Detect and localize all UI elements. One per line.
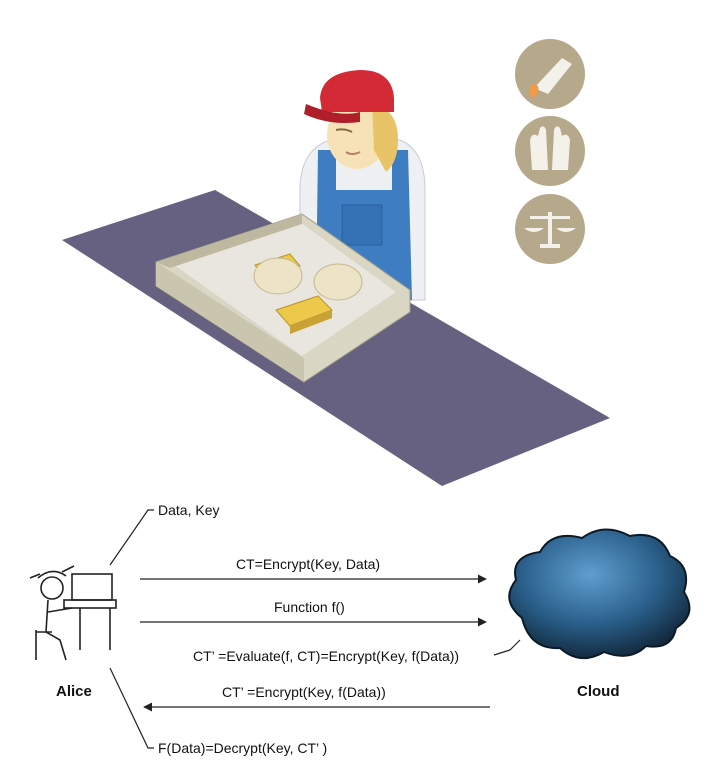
alice-inputs-connector	[109, 509, 154, 566]
glovebox-illustration	[62, 70, 610, 486]
cloud-evaluation-label: CT’ =Evaluate(f, CT)=Encrypt(Key, f(Data…	[193, 648, 460, 664]
gloves-icon	[515, 116, 585, 186]
alice-output-label: F(Data)=Decrypt(Key, CT’ )	[158, 740, 328, 756]
arrow-result-label: CT’ =Encrypt(Key, f(Data))	[222, 684, 386, 700]
glovebox-tray	[155, 213, 411, 383]
cloud-shape	[508, 528, 691, 659]
left-glove	[253, 257, 303, 295]
torch-icon	[515, 39, 585, 109]
arrow-function-label: Function f()	[274, 599, 345, 615]
red-cap	[320, 70, 394, 112]
cloud-evaluation-connector	[493, 639, 521, 656]
alice-inputs-label: Data, Key	[158, 502, 220, 518]
alice-label: Alice	[56, 683, 92, 700]
scale-icon	[515, 194, 585, 264]
alice-figure	[29, 565, 117, 661]
arrow-encrypt-label: CT=Encrypt(Key, Data)	[236, 556, 381, 572]
alice-output-connector	[109, 667, 154, 749]
right-glove	[313, 263, 363, 301]
cloud-label: Cloud	[577, 683, 620, 700]
